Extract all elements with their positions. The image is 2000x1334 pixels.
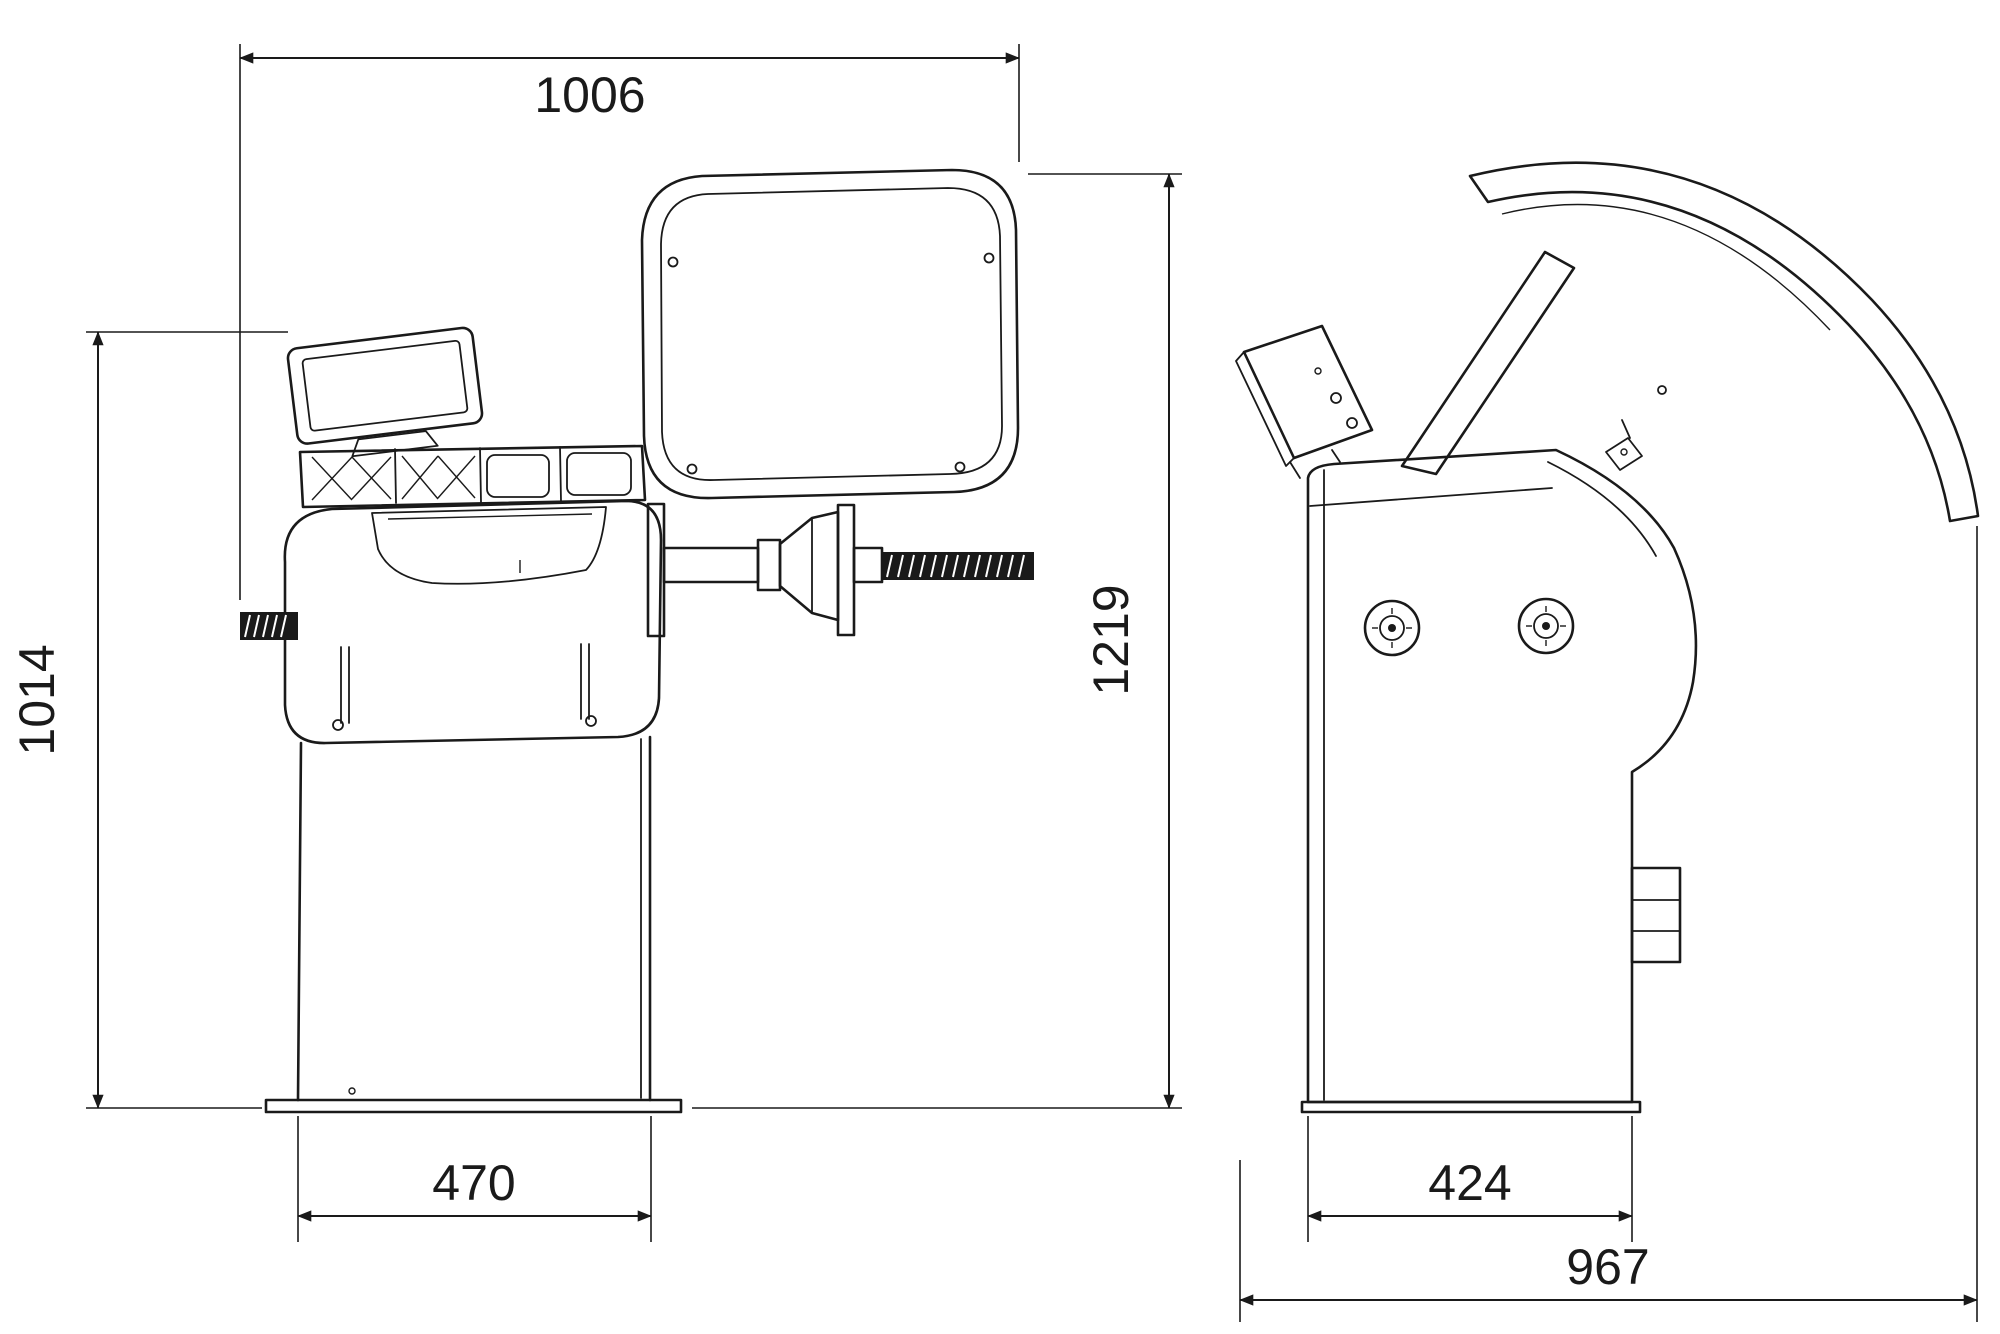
flange-disc <box>836 503 856 637</box>
hood-latch-screw <box>1620 448 1628 456</box>
side-knobs <box>1363 597 1575 657</box>
display-arm <box>1289 461 1301 479</box>
wheel-guard-hood-front <box>640 168 1020 500</box>
dimension-front-base-width: 470 <box>297 1116 652 1242</box>
base-plate-front <box>264 1098 683 1114</box>
dimension-label-side-base-depth: 424 <box>1428 1155 1511 1211</box>
body-recess <box>371 506 607 585</box>
weight-tray <box>298 444 647 509</box>
side-view <box>1235 161 1980 1114</box>
shaft-step <box>756 538 782 592</box>
hood-inner-outline <box>660 187 1003 481</box>
body-screw <box>585 715 597 727</box>
display-thickness <box>1235 351 1295 467</box>
display-arm <box>1331 449 1341 463</box>
hood-screw <box>686 463 698 475</box>
display-knob <box>1330 392 1342 404</box>
tray-divider <box>559 446 562 502</box>
left-threaded-rod <box>240 612 298 640</box>
box-outline <box>1630 866 1682 964</box>
display-bezel <box>286 326 484 445</box>
hood-pivot-dot <box>1657 385 1667 395</box>
hood-outer-outline <box>640 168 1020 500</box>
machine-body-front <box>283 499 663 745</box>
display-screw <box>1314 367 1322 375</box>
cabinet-top-seam <box>1309 487 1553 507</box>
cabinet-outline <box>1306 448 1698 1104</box>
pedestal-left-edge <box>296 741 303 1102</box>
front-view <box>240 168 1034 1114</box>
tray-compartment <box>486 454 550 498</box>
rod-body <box>240 612 298 640</box>
display-screen <box>301 339 469 432</box>
hood-support-arm <box>1400 250 1576 476</box>
wheel-guard-hood-side <box>1400 161 1980 523</box>
dimension-side-base-depth: 424 <box>1307 1116 1633 1242</box>
display-monitor-front <box>286 326 484 458</box>
dimension-label-overall-depth: 967 <box>1566 1239 1649 1295</box>
hood-latch <box>1605 437 1643 471</box>
dimension-label-console-height: 1014 <box>9 644 65 755</box>
dimension-label-overall-width: 1006 <box>534 67 645 123</box>
tray-divider <box>479 447 482 503</box>
hub-sleeve <box>852 546 884 584</box>
thread-hatching <box>244 614 287 638</box>
body-outline <box>283 499 663 745</box>
knob <box>1363 599 1421 657</box>
hood-screw <box>954 461 966 473</box>
base-plate-side <box>1300 1100 1642 1114</box>
hood-screw <box>667 256 679 268</box>
thread-hatching <box>886 554 1025 578</box>
cabinet-front-contour <box>1547 461 1657 557</box>
hood-latch-lever <box>1621 419 1631 439</box>
body-recess-line <box>387 513 593 520</box>
tray-cross-pattern <box>311 455 476 501</box>
cabinet-side <box>1306 448 1698 1104</box>
tray-outline <box>298 444 647 509</box>
spindle-shaft-assembly <box>646 502 1034 638</box>
pedestal-front <box>264 735 683 1114</box>
dimension-overall-height: 1219 <box>692 173 1182 1109</box>
dimension-overall-depth: 967 <box>1239 526 1978 1322</box>
display-monitor-side <box>1235 324 1374 479</box>
base-dot <box>348 1087 356 1095</box>
hood-inner-line <box>1501 203 1831 331</box>
dimension-label-overall-height: 1219 <box>1083 584 1139 695</box>
dimension-console-height: 1014 <box>9 331 288 1109</box>
hood-crescent <box>1468 161 1980 523</box>
tray-divider <box>394 448 397 504</box>
shaft <box>662 546 760 584</box>
display-slab <box>1242 324 1374 460</box>
dimension-overall-width: 1006 <box>239 44 1020 600</box>
body-screw <box>332 719 344 731</box>
knob <box>1517 597 1575 655</box>
display-knob <box>1346 417 1358 429</box>
side-accessory-box <box>1630 866 1682 964</box>
dimension-label-front-base-width: 470 <box>432 1155 515 1211</box>
cone-adapter <box>778 510 840 622</box>
tray-compartment <box>566 452 632 496</box>
hood-screw <box>983 252 995 264</box>
